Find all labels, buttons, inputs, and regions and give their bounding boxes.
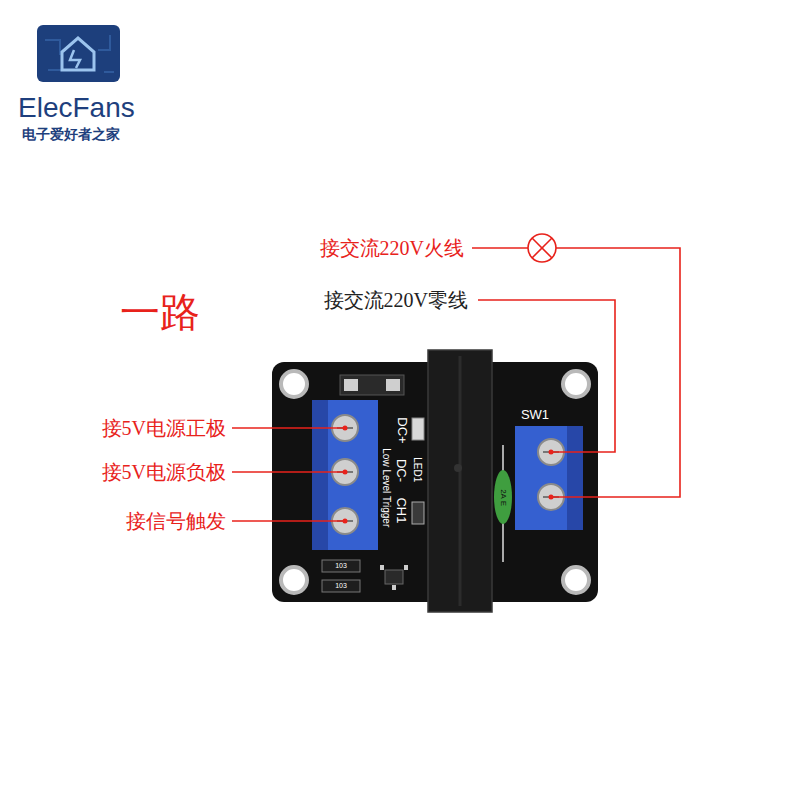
- resistor-component: [322, 560, 360, 592]
- part-marking: 103: [335, 562, 347, 570]
- wiring-note: 接5V电源正极: [102, 417, 226, 440]
- fuse: [494, 445, 512, 562]
- logo-text: ElecFans: [18, 92, 135, 124]
- pin-name: DC+: [394, 417, 409, 443]
- wire-dot: [549, 450, 554, 455]
- transistor: [380, 565, 408, 590]
- logo-subtext: 电子爱好者之家: [22, 126, 120, 142]
- leader-lines: [232, 428, 345, 521]
- led-component: [412, 418, 424, 440]
- wire-dot: [549, 495, 554, 500]
- logo-icon: [37, 25, 120, 82]
- wiring-note: 接交流220V零线: [324, 289, 468, 312]
- silkscreen-note: Low Level Trigger: [380, 449, 392, 528]
- part-name: LED1: [412, 457, 424, 482]
- ssr-block: [428, 350, 492, 612]
- pin-name: DC-: [394, 458, 409, 481]
- terminal-block: [312, 400, 378, 550]
- part-marking: 103: [335, 582, 347, 590]
- wire-dot: [343, 470, 348, 475]
- channel-heading: 一路: [120, 290, 200, 336]
- resistor-component: [412, 502, 424, 524]
- pin-name: CH1: [394, 497, 409, 523]
- smd-component: [340, 375, 404, 395]
- wire-dot: [343, 426, 348, 431]
- wiring-note: 接5V电源负极: [102, 461, 226, 484]
- wire-dot: [343, 519, 348, 524]
- terminal-block: [515, 426, 583, 530]
- part-name: SW1: [521, 408, 549, 423]
- part-marking: 2A E: [498, 490, 507, 507]
- wiring-note: 接信号触发: [126, 510, 226, 533]
- wiring-note: 接交流220V火线: [320, 237, 464, 260]
- ac-wiring: [472, 234, 680, 497]
